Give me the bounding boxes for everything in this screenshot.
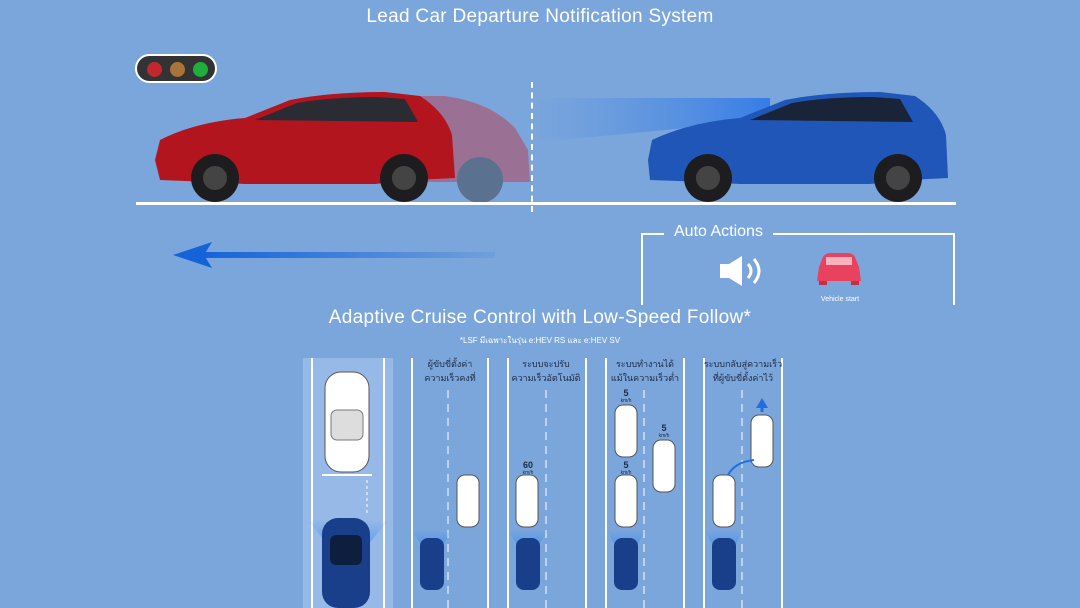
lead-car-topview	[324, 371, 370, 473]
left-arrow-icon	[173, 242, 495, 268]
traffic-light-icon	[135, 54, 217, 83]
lane-panel-2	[507, 358, 587, 608]
panel-2-title-line2: ความเร็วอัตโนมัติ	[511, 373, 581, 383]
green-lamp	[193, 62, 208, 77]
panel-3-title-line2: แม้ในความเร็วต่ำ	[610, 373, 680, 383]
page-title: Lead Car Departure Notification System	[366, 6, 714, 27]
lane-panel-4-text: ระบบกลับสู่ความเร็ว ที่ผู้ขับขี่ตั้งค่าไ…	[696, 358, 790, 608]
stop-divider	[531, 82, 533, 212]
road-line	[136, 202, 956, 205]
lane-panel-2-text: ระบบจะปรับ ความเร็วอัตโนมัติ	[499, 358, 593, 608]
panel-4-title-line2: ที่ผู้ขับขี่ตั้งค่าไว้	[712, 373, 774, 383]
blue-car	[648, 92, 948, 202]
departure-scene	[155, 92, 948, 286]
vehicle-start-label: Vehicle start	[820, 296, 860, 303]
red-lamp	[147, 62, 162, 77]
car-front-icon	[817, 253, 861, 285]
auto-actions-box	[641, 233, 955, 305]
panel-1-title-line1: ผู้ขับขี่ตั้งค่า	[427, 359, 473, 369]
lane-panel-3	[605, 358, 685, 608]
auto-actions-label: Auto Actions	[664, 223, 773, 241]
lane-panel-3-text: ระบบทำงานได้ แม้ในความเร็วต่ำ	[598, 358, 692, 608]
panel-2-title-line1: ระบบจะปรับ	[522, 359, 570, 369]
lane-panel-1-text: ผู้ขับขี่ตั้งค่า ความเร็วคงที่	[403, 358, 497, 608]
ego-car-topview	[322, 518, 370, 608]
lsf-note: *LSF มีเฉพาะในรุ่น e:HEV RS และ e:HEV SV	[459, 336, 621, 345]
panel-1-title-line2: ความเร็วคงที่	[424, 373, 476, 383]
speaker-icon	[720, 256, 761, 286]
sensor-beam	[540, 98, 770, 140]
panel-3-title-line1: ระบบทำงานได้	[615, 359, 675, 369]
panel-4-title-line1: ระบบกลับสู่ความเร็ว	[703, 359, 783, 369]
lane-panel-1	[411, 358, 489, 608]
red-car	[155, 92, 455, 202]
amber-lamp	[170, 62, 185, 77]
lanes-illustration	[303, 358, 783, 608]
acc-title: Adaptive Cruise Control with Low-Speed F…	[328, 307, 752, 328]
lane-panel-4	[703, 358, 783, 608]
